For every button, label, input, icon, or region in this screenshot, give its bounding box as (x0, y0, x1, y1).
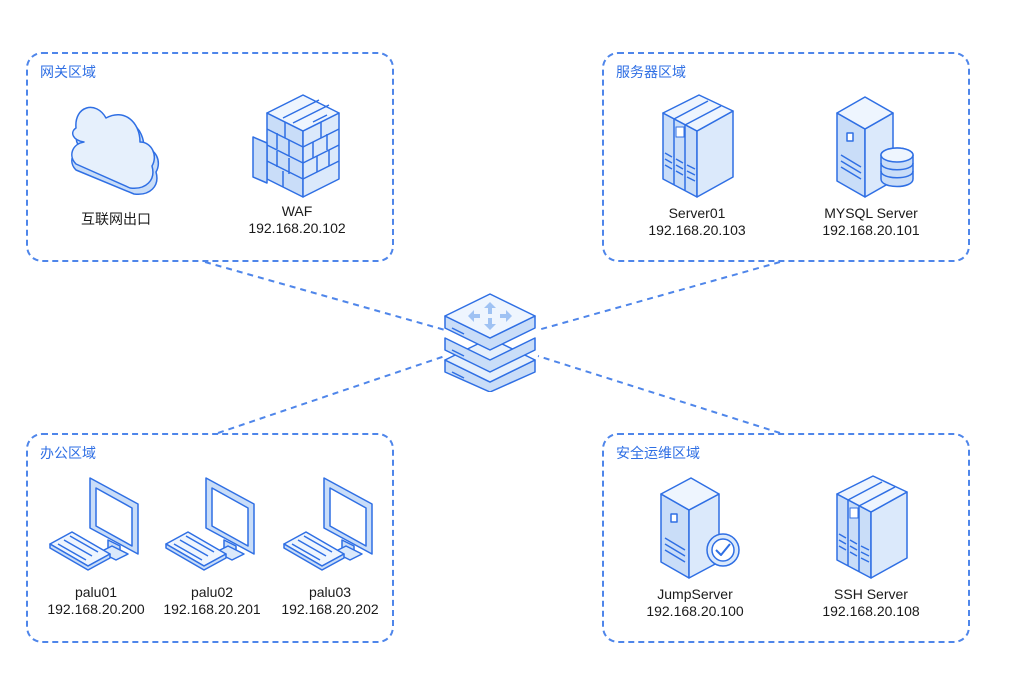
device-ssh[interactable]: SSH Server 192.168.20.108 (806, 474, 936, 620)
device-ip: 192.168.20.202 (281, 601, 379, 617)
device-label: palu02 (190, 584, 234, 600)
device-ip: 192.168.20.108 (822, 603, 920, 619)
device-internet[interactable]: 互联网出口 (64, 98, 168, 229)
link-ops (537, 355, 781, 434)
zone-title: 网关区域 (40, 65, 96, 81)
firewall-icon (252, 94, 340, 198)
device-palu01[interactable]: palu01 192.168.20.200 (36, 474, 156, 618)
zone-title: 服务器区域 (616, 65, 686, 81)
device-label: Server01 (668, 205, 726, 221)
device-label: 互联网出口 (81, 212, 151, 228)
device-mysql[interactable]: MYSQL Server 192.168.20.101 (806, 93, 936, 239)
zone-ops: 安全运维区域 (602, 433, 970, 643)
network-switch[interactable] (440, 292, 540, 392)
desktop-computer-icon (49, 477, 139, 571)
link-gateway (204, 261, 446, 331)
device-label: SSH Server (834, 586, 908, 602)
device-waf[interactable]: WAF 192.168.20.102 (232, 93, 362, 237)
zone-gateway: 网关区域 (26, 52, 394, 262)
device-palu03[interactable]: palu03 192.168.20.202 (270, 474, 390, 618)
device-palu02[interactable]: palu02 192.168.20.201 (152, 474, 272, 618)
database-server-icon (836, 96, 914, 198)
zone-server: 服务器区域 (602, 52, 970, 262)
bastion-server-icon (660, 477, 740, 579)
device-server01[interactable]: Server01 192.168.20.103 (632, 93, 762, 239)
network-switch-icon (444, 293, 536, 392)
server-rack-icon (662, 94, 734, 198)
cloud-icon (71, 106, 160, 195)
device-ip: 192.168.20.103 (648, 222, 746, 238)
device-jumpserver[interactable]: JumpServer 192.168.20.100 (630, 474, 760, 620)
device-ip: 192.168.20.100 (646, 603, 744, 619)
device-ip: 192.168.20.102 (248, 220, 346, 236)
device-ip: 192.168.20.200 (47, 601, 145, 617)
desktop-computer-icon (165, 477, 255, 571)
device-label: JumpServer (657, 586, 733, 602)
device-ip: 192.168.20.201 (163, 601, 261, 617)
server-rack-icon (836, 475, 908, 579)
device-label: WAF (281, 203, 313, 219)
device-label: palu01 (74, 584, 118, 600)
zone-title: 安全运维区域 (616, 446, 700, 462)
device-ip: 192.168.20.101 (822, 222, 920, 238)
device-label: MYSQL Server (824, 205, 918, 221)
link-office (217, 355, 446, 434)
device-label: palu03 (308, 584, 352, 600)
zone-title: 办公区域 (40, 446, 96, 462)
desktop-computer-icon (283, 477, 373, 571)
link-server (537, 261, 781, 331)
zone-office: 办公区域 (26, 433, 394, 643)
